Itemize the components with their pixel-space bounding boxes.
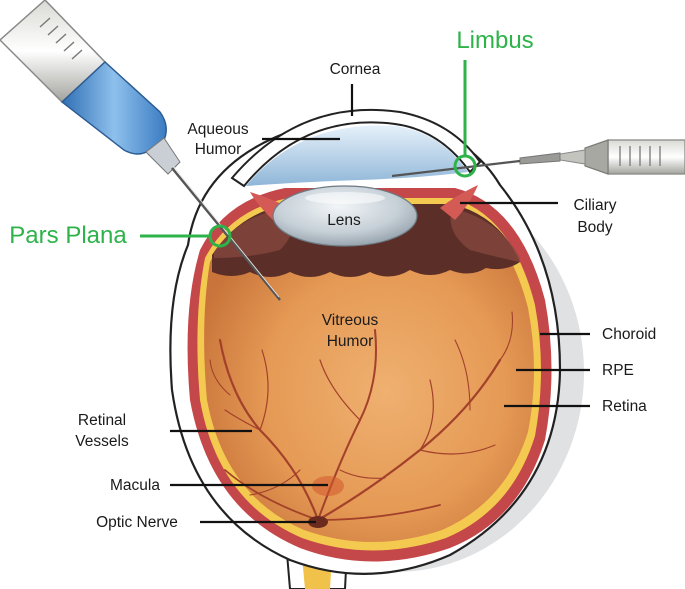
- label-optic-nerve: Optic Nerve: [96, 514, 178, 531]
- label-vitreous-line2: Humor: [327, 333, 374, 350]
- label-aqueous-line2: Humor: [195, 141, 242, 158]
- label-aqueous-line1: Aqueous: [187, 121, 248, 138]
- label-ciliary-line1: Ciliary: [573, 197, 616, 214]
- label-rpe: RPE: [602, 362, 634, 379]
- label-cornea: Cornea: [330, 61, 381, 78]
- label-limbus: Limbus: [456, 27, 533, 54]
- label-retinal-vessels-line1: Retinal: [78, 412, 126, 429]
- label-lens: Lens: [327, 212, 361, 229]
- label-retinal-vessels-line2: Vessels: [75, 433, 129, 450]
- label-macula: Macula: [110, 477, 160, 494]
- label-retina: Retina: [602, 398, 647, 415]
- label-pars-plana: Pars Plana: [9, 222, 127, 249]
- label-choroid: Choroid: [602, 326, 656, 343]
- label-ciliary-line2: Body: [577, 219, 613, 236]
- label-vitreous-line1: Vitreous: [322, 312, 379, 329]
